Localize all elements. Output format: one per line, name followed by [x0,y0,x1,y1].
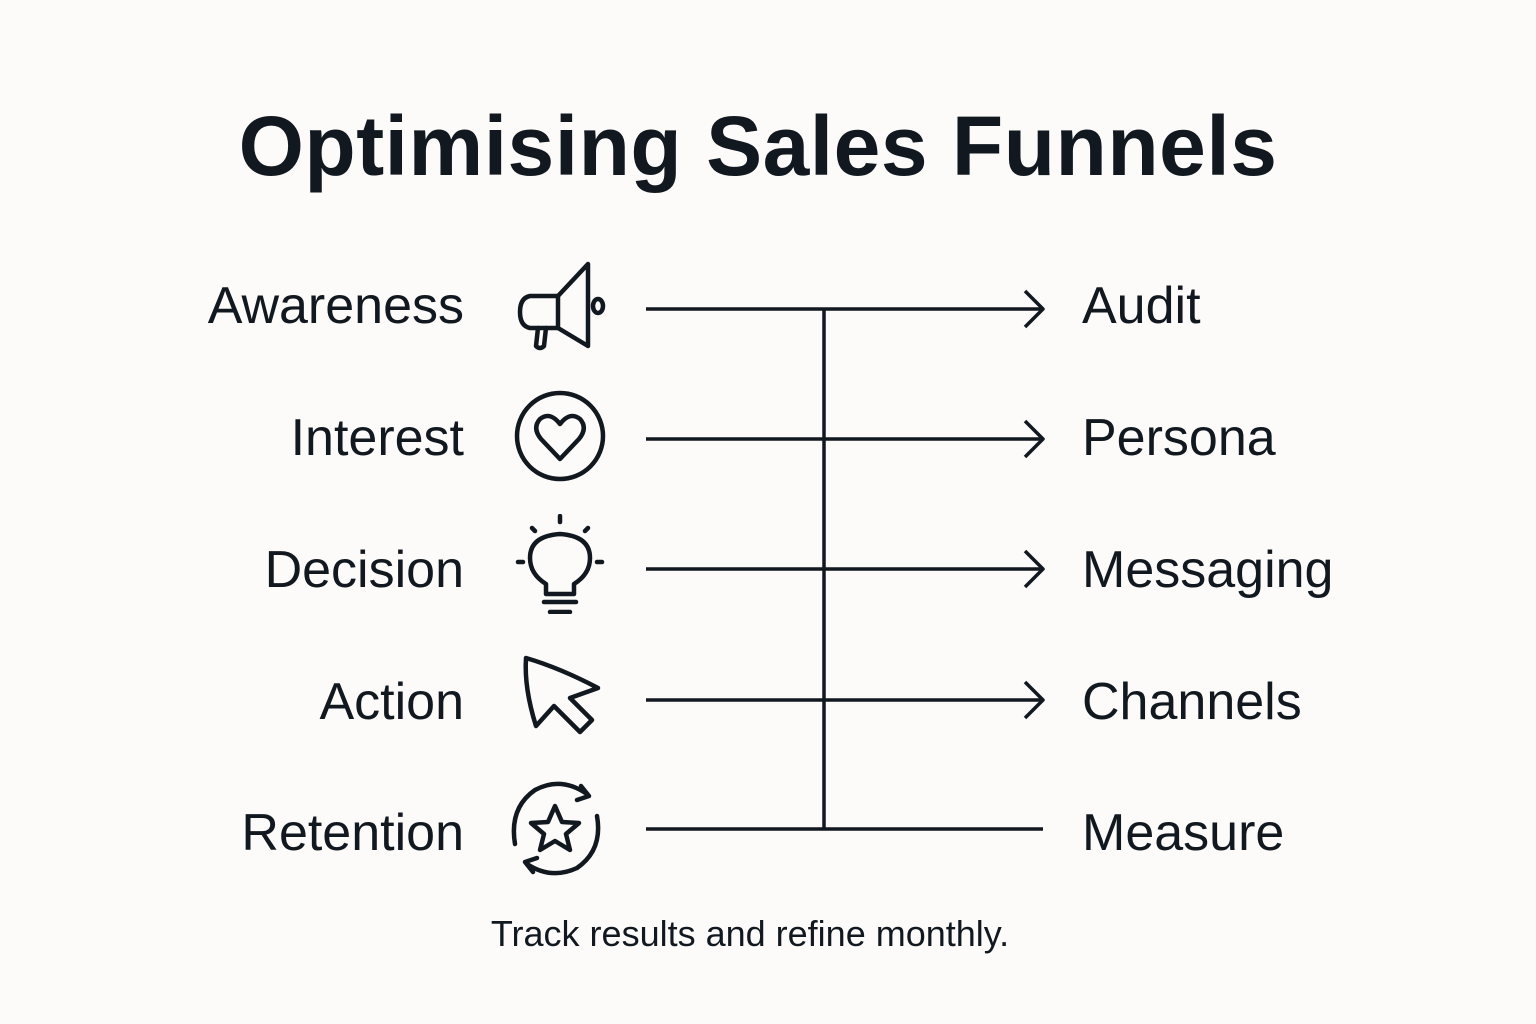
heart-in-circle-icon [510,386,610,486]
connector-row-audit [646,289,1045,329]
step-label-measure: Measure [1082,804,1285,862]
step-label-channels: Channels [1082,673,1302,731]
footer-note: Track results and refine monthly. [490,913,1010,954]
stage-label-retention: Retention [241,804,464,862]
lightbulb-icon [510,514,610,614]
cursor-pointer-icon [510,648,610,748]
page-title: Optimising Sales Funnels [238,99,1278,193]
connector-row-messaging [646,549,1045,589]
connector-row-persona [646,419,1045,459]
megaphone-icon [510,256,610,356]
step-label-messaging: Messaging [1082,541,1334,599]
stage-label-decision: Decision [264,541,464,599]
stage-label-interest: Interest [290,409,464,467]
stage-label-awareness: Awareness [207,277,464,335]
arrowhead-icon [1023,680,1045,720]
arrowhead-icon [1023,419,1045,459]
stage-label-action: Action [319,673,464,731]
arrowhead-icon [1023,549,1045,589]
arrowhead-icon [1023,289,1045,329]
step-label-persona: Persona [1082,409,1276,467]
step-label-audit: Audit [1082,277,1201,335]
star-refresh-icon [505,778,605,878]
connector-row-channels [646,680,1045,720]
